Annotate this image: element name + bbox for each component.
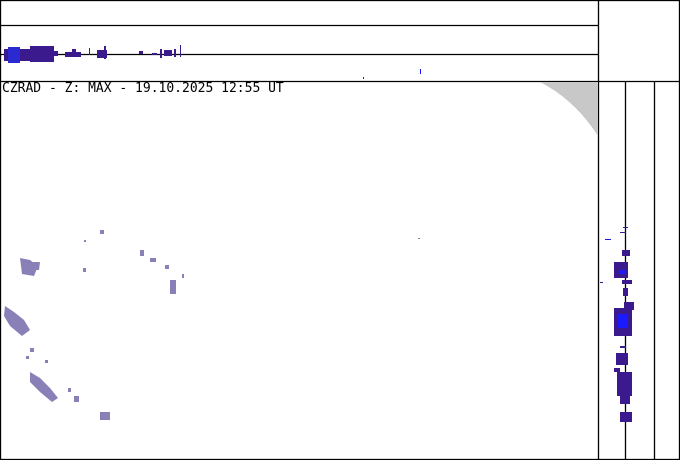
top-profile-echoes	[4, 45, 421, 79]
side-profile-echoes	[600, 227, 634, 422]
radar-title: CZRAD - Z: MAX - 19.10.2025 12:55 UT	[2, 81, 284, 96]
radar-echoes	[4, 230, 420, 420]
out-of-range-area	[540, 82, 598, 136]
